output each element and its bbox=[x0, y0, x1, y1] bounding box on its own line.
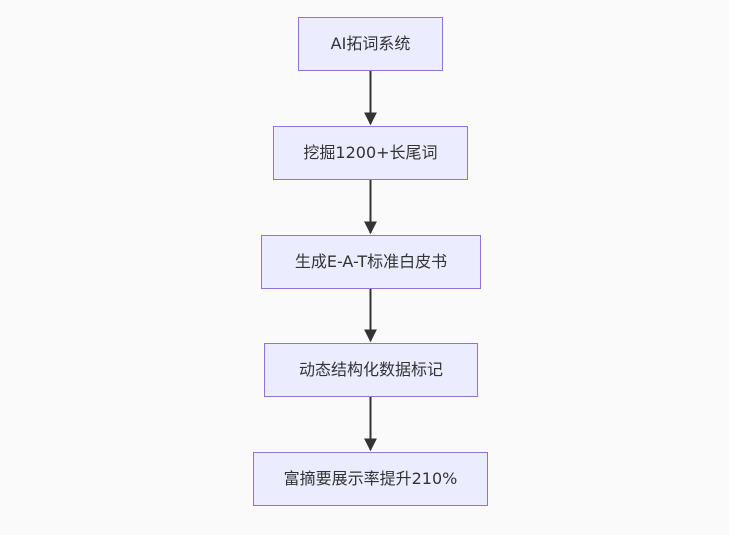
flow-node-ai-word-expansion: AI拓词系统 bbox=[298, 17, 443, 71]
flow-node-generate-eat-whitepaper: 生成E-A-T标准白皮书 bbox=[261, 235, 481, 289]
flow-node-label: 动态结构化数据标记 bbox=[298, 360, 443, 380]
flow-node-label: 富摘要展示率提升210% bbox=[283, 469, 458, 489]
flow-node-dynamic-structured-data: 动态结构化数据标记 bbox=[264, 343, 478, 397]
flow-node-rich-snippet-rate: 富摘要展示率提升210% bbox=[253, 452, 488, 506]
flow-node-label: 生成E-A-T标准白皮书 bbox=[294, 252, 448, 272]
flow-node-mine-longtail-keywords: 挖掘1200+长尾词 bbox=[273, 126, 468, 180]
flow-node-label: 挖掘1200+长尾词 bbox=[303, 143, 438, 163]
flow-node-label: AI拓词系统 bbox=[330, 34, 411, 54]
